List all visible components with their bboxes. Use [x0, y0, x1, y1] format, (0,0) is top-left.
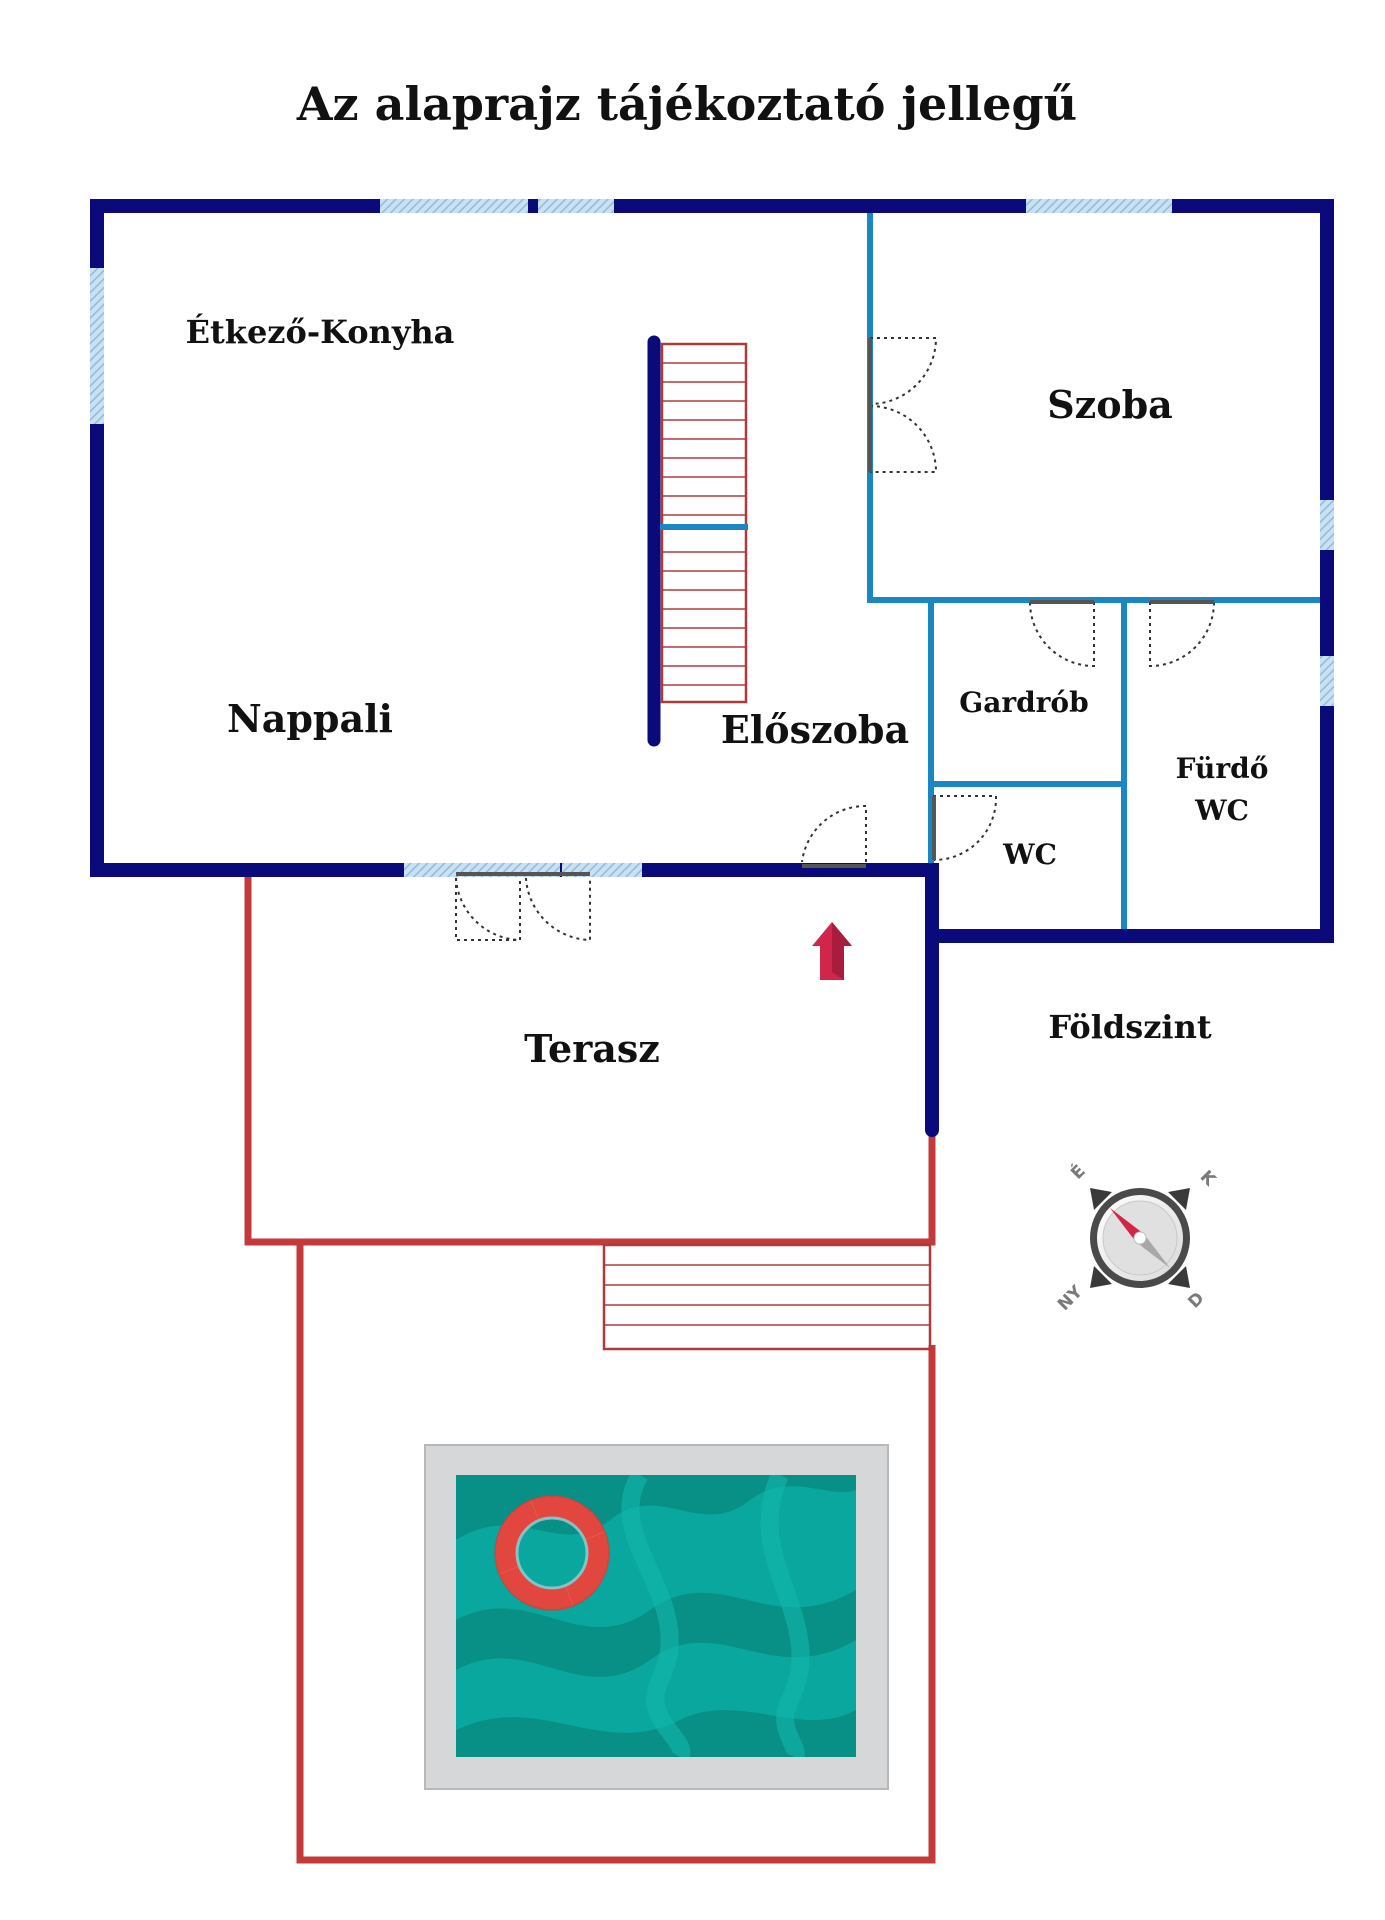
door-swing [1029, 601, 1095, 668]
room-label-furdo: Fürdő [1176, 752, 1269, 785]
window [1320, 656, 1334, 706]
windows [90, 199, 1334, 877]
room-label-etkezo-konyha: Étkező-Konyha [186, 313, 455, 351]
compass-south-label: D [1184, 1288, 1208, 1312]
compass-west-label: NY [1054, 1282, 1087, 1315]
internal-staircase [647, 335, 748, 747]
door-swing [933, 795, 998, 861]
doors [455, 337, 1215, 942]
door-leaves [456, 338, 1214, 876]
door-swing [801, 804, 867, 863]
room-label-nappali: Nappali [227, 696, 393, 741]
window [538, 199, 614, 213]
floor-label: Földszint [1048, 1008, 1211, 1046]
window [1320, 500, 1334, 550]
door-swing [1149, 601, 1215, 668]
window [1026, 199, 1172, 213]
interior-walls [867, 213, 1320, 929]
room-label-szoba: Szoba [1047, 382, 1173, 427]
entrance-arrow-icon [812, 922, 852, 980]
room-label-eloszoba: Előszoba [721, 707, 909, 752]
plan-title: Az alaprajz tájékoztató jellegű [296, 77, 1077, 131]
room-label-gardrob: Gardrób [959, 686, 1088, 719]
outer-walls [90, 199, 1334, 1137]
swimming-pool [424, 1444, 889, 1790]
compass-icon: É K D NY [1054, 1160, 1220, 1315]
window [90, 268, 104, 424]
window [380, 199, 528, 213]
room-label-furdo-wc: WC [1194, 794, 1249, 827]
pool-waves [456, 1475, 856, 1757]
room-label-wc: WC [1002, 838, 1057, 871]
door-swing [869, 337, 938, 405]
door-swing [455, 877, 521, 941]
compass-east-label: K [1196, 1167, 1220, 1191]
terrace-outline [244, 874, 936, 1864]
compass-north-label: É [1066, 1160, 1090, 1184]
door-swing [869, 405, 938, 473]
garden-stairs [602, 1243, 932, 1351]
room-label-terasz: Terasz [524, 1026, 660, 1071]
door-swing [525, 877, 591, 942]
life-ring-icon [494, 1495, 610, 1611]
